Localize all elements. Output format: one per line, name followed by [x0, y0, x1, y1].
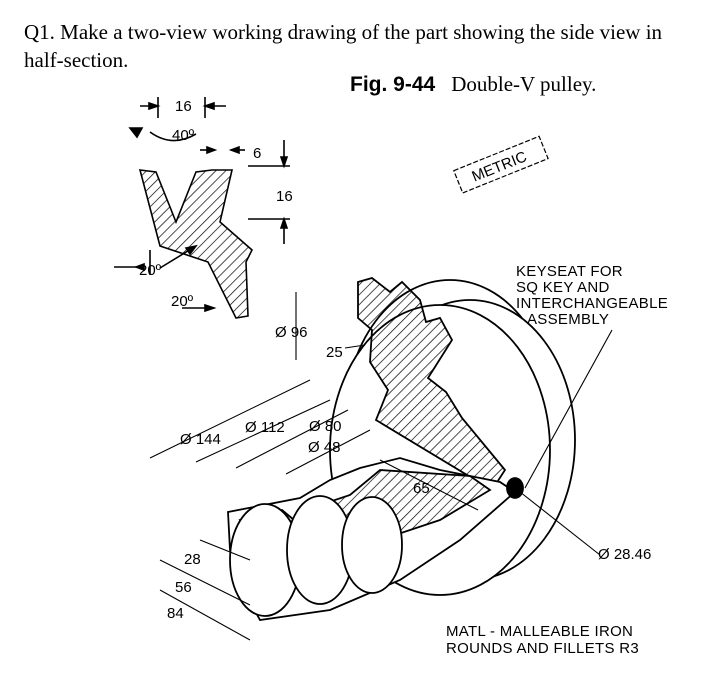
- material-note: MATL - MALLEABLE IRON ROUNDS AND FILLETS…: [446, 623, 639, 657]
- dim-hub-length: 65: [413, 480, 430, 497]
- dim-angle: 40º: [172, 127, 195, 144]
- dim-depth: 16: [276, 188, 293, 205]
- svg-text:ASSEMBLY: ASSEMBLY: [527, 311, 609, 328]
- svg-text:ROUNDS AND FILLETS R3: ROUNDS AND FILLETS R3: [446, 640, 639, 657]
- dim-bore: Ø 28.46: [598, 546, 651, 563]
- dim-offset: 25: [326, 344, 343, 361]
- svg-text:INTERCHANGEABLE: INTERCHANGEABLE: [516, 295, 668, 312]
- dim-top-width: 16: [175, 98, 192, 115]
- svg-text:MATL - MALLEABLE IRON: MATL - MALLEABLE IRON: [446, 623, 633, 640]
- dim-lower-angle: 20º: [139, 262, 162, 279]
- dim-l28: 28: [184, 551, 201, 568]
- groove-detail: [114, 97, 290, 319]
- dim-bottom-angle: 20º: [171, 293, 194, 310]
- svg-text:SQ KEY AND: SQ KEY AND: [516, 279, 610, 296]
- keyseat-note: KEYSEAT FOR SQ KEY AND INTERCHANGEABLE A…: [516, 263, 668, 328]
- dim-hub-outer: Ø 96: [275, 324, 308, 341]
- dim-d144: Ø 144: [180, 431, 221, 448]
- figure-number: Fig. 9-44: [350, 73, 436, 96]
- svg-text:KEYSEAT FOR: KEYSEAT FOR: [516, 263, 623, 280]
- dim-d112: Ø 112: [245, 419, 285, 436]
- figure-title: Double-V pulley.: [451, 72, 597, 96]
- dim-d80: Ø 80: [309, 418, 342, 435]
- dim-l84: 84: [167, 605, 184, 622]
- pulley-pictorial: [227, 277, 576, 621]
- metric-stamp: METRIC: [453, 135, 549, 194]
- dim-land: 6: [253, 145, 261, 162]
- dim-l56: 56: [175, 579, 192, 596]
- dimension-lines: [149, 292, 613, 641]
- dim-d48: Ø 48: [308, 439, 341, 456]
- metric-stamp-text: METRIC: [470, 148, 530, 185]
- figure-caption: Fig. 9-44 Double-V pulley.: [350, 72, 596, 97]
- question-text: Q1. Make a two-view working drawing of t…: [24, 20, 663, 72]
